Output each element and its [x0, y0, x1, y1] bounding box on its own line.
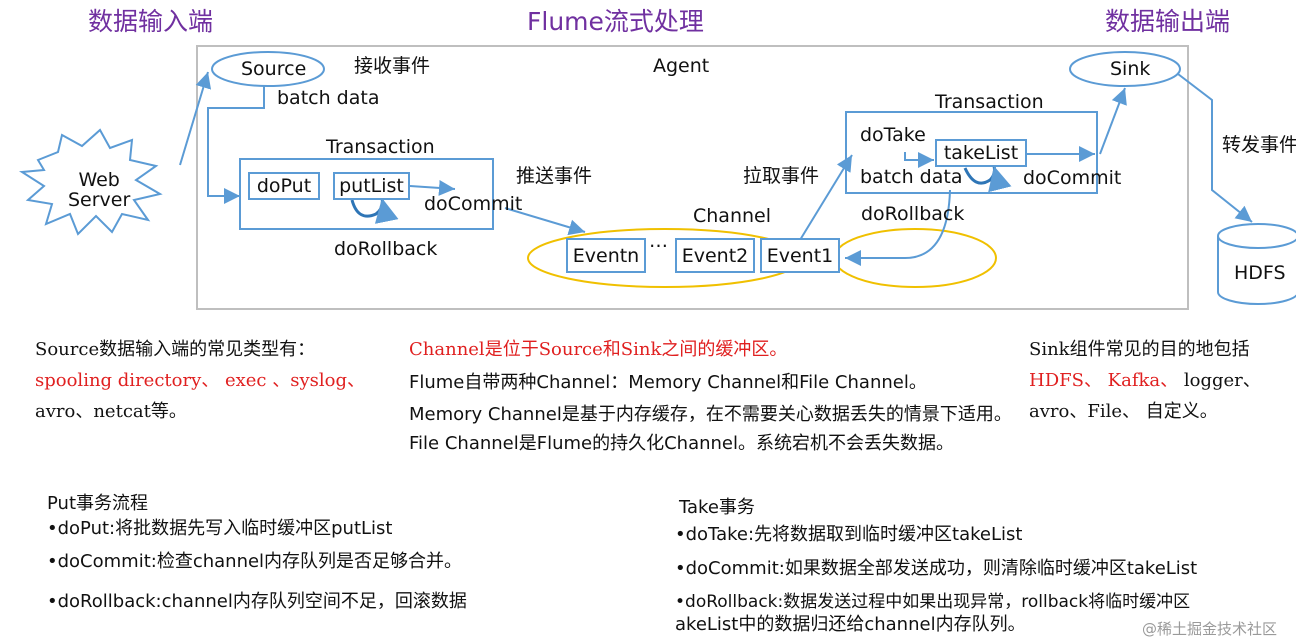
event2-box: Event2	[675, 238, 755, 273]
dotake-label: doTake	[860, 124, 926, 146]
event1-box: Event1	[760, 238, 840, 273]
output-side-header: 数据输出端	[1105, 7, 1231, 36]
put-note-item1: •doPut:将批数据先写入临时缓冲区putList	[47, 518, 393, 539]
agent-label: Agent	[653, 55, 710, 77]
take-transaction-box	[845, 111, 1098, 194]
take-note-title: Take事务	[679, 497, 755, 518]
put-transaction-box	[239, 158, 494, 230]
agent-frame	[196, 45, 1189, 310]
batch-data-take-label: batch data	[860, 166, 963, 188]
doput-box: doPut	[248, 172, 320, 200]
putlist-box: putList	[333, 172, 410, 200]
channel-note-line2: Flume自带两种Channel：Memory Channel和File Cha…	[409, 372, 927, 393]
forward-event-label: 转发事件	[1222, 134, 1296, 156]
source-note-types: spooling directory、 exec 、syslog、	[35, 370, 365, 391]
dorollback-put-label: doRollback	[334, 238, 438, 260]
events-ellipsis: …	[649, 230, 668, 252]
batch-data-put-label: batch data	[277, 87, 380, 109]
put-transaction-label: Transaction	[326, 136, 435, 158]
web-server-burst	[18, 128, 163, 236]
sink-note-line1: Sink组件常见的目的地包括	[1029, 339, 1250, 360]
channel-note-line3: Memory Channel是基于内存缓存，在不需要关心数据丢失的情景下适用。	[409, 404, 1012, 425]
web-server-label: Web Server	[68, 169, 131, 211]
watermark: @稀土掘金技术社区	[1142, 620, 1278, 638]
input-side-header: 数据输入端	[88, 7, 214, 36]
sink-note-line3: avro、File、 自定义。	[1029, 401, 1218, 422]
pull-event-label: 拉取事件	[743, 165, 820, 187]
sink-ellipse	[1069, 51, 1181, 87]
sink-label: Sink	[1110, 58, 1151, 80]
channel-note-line1: Channel是位于Source和Sink之间的缓冲区。	[409, 339, 788, 360]
dorollback-take-label: doRollback	[861, 203, 965, 225]
hdfs-label: HDFS	[1234, 262, 1286, 284]
channel-note-line4: File Channel是Flume的持久化Channel。系统宕机不会丢失数据…	[409, 433, 955, 454]
take-note-item3: •doRollback:数据发送过程中如果出现异常，rollback将临时缓冲区	[675, 592, 1191, 612]
docommit-take-label: doCommit	[1023, 167, 1122, 189]
sink-note-line2: HDFS、 Kafka、 logger、	[1029, 370, 1261, 391]
source-label: Source	[241, 58, 307, 80]
put-note-title: Put事务流程	[47, 493, 149, 514]
source-note-line3: avro、netcat等。	[35, 401, 187, 422]
source-note-line1: Source数据输入端的常见类型有：	[35, 339, 316, 360]
eventn-box: Eventn	[566, 238, 646, 273]
takelist-box: takeList	[935, 139, 1027, 167]
take-note-item2: •doCommit:如果数据全部发送成功，则清除临时缓冲区takeList	[675, 558, 1198, 579]
put-note-item2: •doCommit:检查channel内存队列是否足够合并。	[47, 551, 463, 572]
put-note-item3: •doRollback:channel内存队列空间不足，回滚数据	[47, 591, 467, 612]
push-event-label: 推送事件	[516, 165, 593, 187]
receive-event-label: 接收事件	[354, 55, 431, 77]
take-note-item4: akeList中的数据归还给channel内存队列。	[675, 614, 1026, 635]
channel-label: Channel	[693, 205, 772, 227]
take-transaction-label: Transaction	[935, 91, 1044, 113]
source-ellipse	[211, 51, 325, 87]
docommit-put-label: doCommit	[424, 193, 523, 215]
take-note-item1: •doTake:先将数据取到临时缓冲区takeList	[675, 524, 1023, 545]
flume-title: Flume流式处理	[527, 7, 704, 36]
